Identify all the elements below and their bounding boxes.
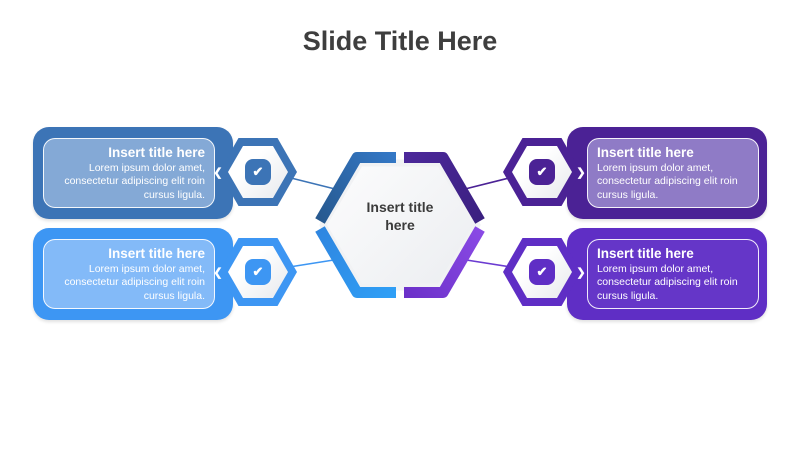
center-hexagon-label[interactable]: Insert title here	[366, 199, 434, 234]
check-glyph: ✔	[536, 264, 548, 279]
check-glyph: ✔	[252, 164, 264, 179]
callout-body[interactable]: Lorem ipsum dolor amet, consectetur adip…	[64, 162, 205, 201]
chevron-left-icon: ❮	[213, 267, 223, 279]
chevron-right-icon: ❯	[576, 267, 586, 279]
callout-title[interactable]: Insert title here	[597, 246, 694, 261]
callout-title[interactable]: Insert title here	[108, 246, 205, 261]
slide-title[interactable]: Slide Title Here	[302, 26, 498, 56]
center-hexagon-border-bottom-left	[315, 226, 396, 298]
check-glyph: ✔	[252, 264, 264, 279]
callout-title[interactable]: Insert title here	[597, 145, 694, 160]
check-icon: ✔	[529, 159, 555, 185]
callout-panel: Insert title here Lorem ipsum dolor amet…	[587, 138, 759, 208]
callout-panel: Insert title here Lorem ipsum dolor amet…	[43, 239, 215, 309]
check-glyph: ✔	[536, 164, 548, 179]
check-icon: ✔	[529, 259, 555, 285]
callout-body[interactable]: Lorem ipsum dolor amet, consectetur adip…	[64, 263, 205, 302]
callout-panel: Insert title here Lorem ipsum dolor amet…	[43, 138, 215, 208]
check-icon: ✔	[245, 159, 271, 185]
check-icon: ✔	[245, 259, 271, 285]
chevron-left-icon: ❮	[213, 167, 223, 179]
callout-title[interactable]: Insert title here	[108, 145, 205, 160]
callout-box-bottom-left[interactable]: Insert title here Lorem ipsum dolor amet…	[33, 228, 233, 320]
callout-panel: Insert title here Lorem ipsum dolor amet…	[587, 239, 759, 309]
callout-box-top-right[interactable]: Insert title here Lorem ipsum dolor amet…	[567, 127, 767, 219]
chevron-right-icon: ❯	[576, 167, 586, 179]
center-hexagon-border-bottom-right	[404, 226, 485, 298]
callout-body[interactable]: Lorem ipsum dolor amet, consectetur adip…	[597, 162, 738, 201]
callout-body[interactable]: Lorem ipsum dolor amet, consectetur adip…	[597, 263, 738, 302]
callout-box-bottom-right[interactable]: Insert title here Lorem ipsum dolor amet…	[567, 228, 767, 320]
callout-box-top-left[interactable]: Insert title here Lorem ipsum dolor amet…	[33, 127, 233, 219]
